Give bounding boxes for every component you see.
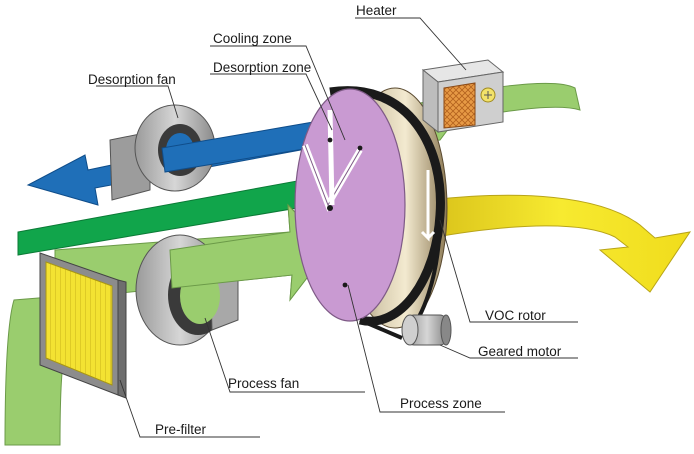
heater — [421, 59, 505, 134]
heater-label: Heater — [356, 3, 397, 18]
cooling-zone-label: Cooling zone — [213, 31, 292, 46]
leader-lines — [96, 17, 578, 438]
process-zone-label: Process zone — [400, 396, 482, 411]
voc-rotor-label: VOC rotor — [485, 308, 546, 323]
exhaust-air-arrow — [429, 194, 692, 293]
desorption-fan-label: Desorption fan — [88, 72, 176, 87]
geared-motor-label: Geared motor — [478, 344, 562, 359]
voc-rotor — [294, 86, 448, 340]
pre-filter-label: Pre-filter — [155, 422, 207, 437]
process-fan-label: Process fan — [228, 376, 299, 391]
desorption-zone-label: Desorption zone — [213, 60, 311, 75]
pre-filter — [39, 252, 127, 399]
geared-motor — [401, 314, 452, 346]
